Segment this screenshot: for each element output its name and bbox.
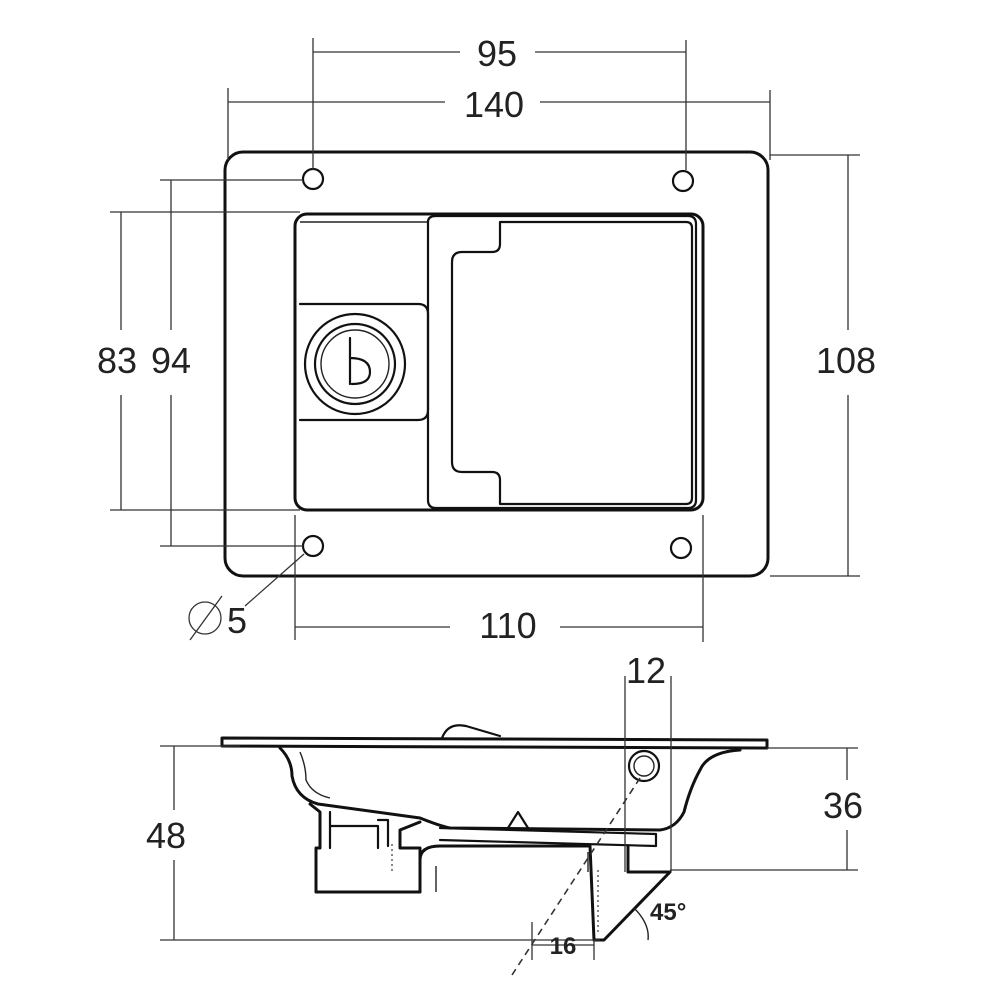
dimension-140: 140 bbox=[227, 84, 771, 160]
mounting-hole-top-left bbox=[301, 167, 325, 191]
dimension-label-108: 108 bbox=[816, 340, 876, 381]
dimension-94: 94 bbox=[151, 179, 303, 547]
dimension-110: 110 bbox=[294, 515, 704, 646]
paddle-handle-frame bbox=[426, 214, 698, 510]
dimension-label-83: 83 bbox=[97, 340, 137, 381]
side-flange-plate bbox=[220, 736, 769, 750]
dimension-label-36: 36 bbox=[823, 785, 863, 826]
top-view: 95 140 83 94 bbox=[97, 33, 876, 646]
side-latch-tongue bbox=[418, 844, 672, 942]
side-latch-spring bbox=[506, 810, 530, 830]
side-recess-inner bbox=[299, 751, 331, 799]
dimension-label-12: 12 bbox=[626, 650, 666, 691]
dimension-16: 16 bbox=[531, 922, 595, 960]
dimension-label-140: 140 bbox=[464, 84, 524, 125]
mounting-hole-top-right bbox=[671, 169, 695, 193]
side-angle-arc bbox=[633, 907, 649, 941]
outer-flange bbox=[223, 150, 770, 578]
side-lock-body bbox=[308, 802, 422, 894]
dimension-48: 48 bbox=[146, 745, 600, 941]
dimension-95: 95 bbox=[312, 33, 687, 170]
mounting-holes bbox=[301, 167, 695, 560]
dimension-label-5: 5 bbox=[227, 600, 247, 641]
dimension-36: 36 bbox=[670, 747, 863, 871]
side-latch-tongue-inner bbox=[435, 852, 589, 892]
paddle-handle-grip bbox=[450, 220, 694, 506]
dimension-label-110: 110 bbox=[479, 605, 536, 646]
diameter-symbol-icon bbox=[188, 595, 223, 641]
dimension-label-48: 48 bbox=[146, 815, 186, 856]
dimension-label-94: 94 bbox=[151, 340, 191, 381]
dimension-label-16: 16 bbox=[550, 933, 577, 960]
side-latch-rod bbox=[438, 826, 658, 848]
mounting-hole-bottom-right bbox=[669, 536, 693, 560]
dimension-12: 12 bbox=[624, 650, 672, 872]
side-lock-cam bbox=[328, 810, 390, 850]
side-center-line bbox=[511, 777, 641, 976]
side-paddle-lip bbox=[440, 724, 502, 740]
dimension-83: 83 bbox=[97, 211, 300, 511]
angle-label-45: 45° bbox=[650, 899, 686, 926]
side-pivot-circle bbox=[627, 749, 661, 783]
inner-recess bbox=[293, 212, 705, 512]
side-view: 12 36 48 16 45° bbox=[146, 650, 863, 976]
mounting-hole-bottom-left bbox=[301, 534, 325, 558]
side-pivot-circle-inner bbox=[633, 755, 655, 777]
dimension-diameter-5: 5 bbox=[188, 553, 305, 641]
key-lock-icon bbox=[303, 312, 407, 416]
dimension-label-95: 95 bbox=[477, 33, 517, 74]
dimension-108: 108 bbox=[770, 154, 876, 577]
